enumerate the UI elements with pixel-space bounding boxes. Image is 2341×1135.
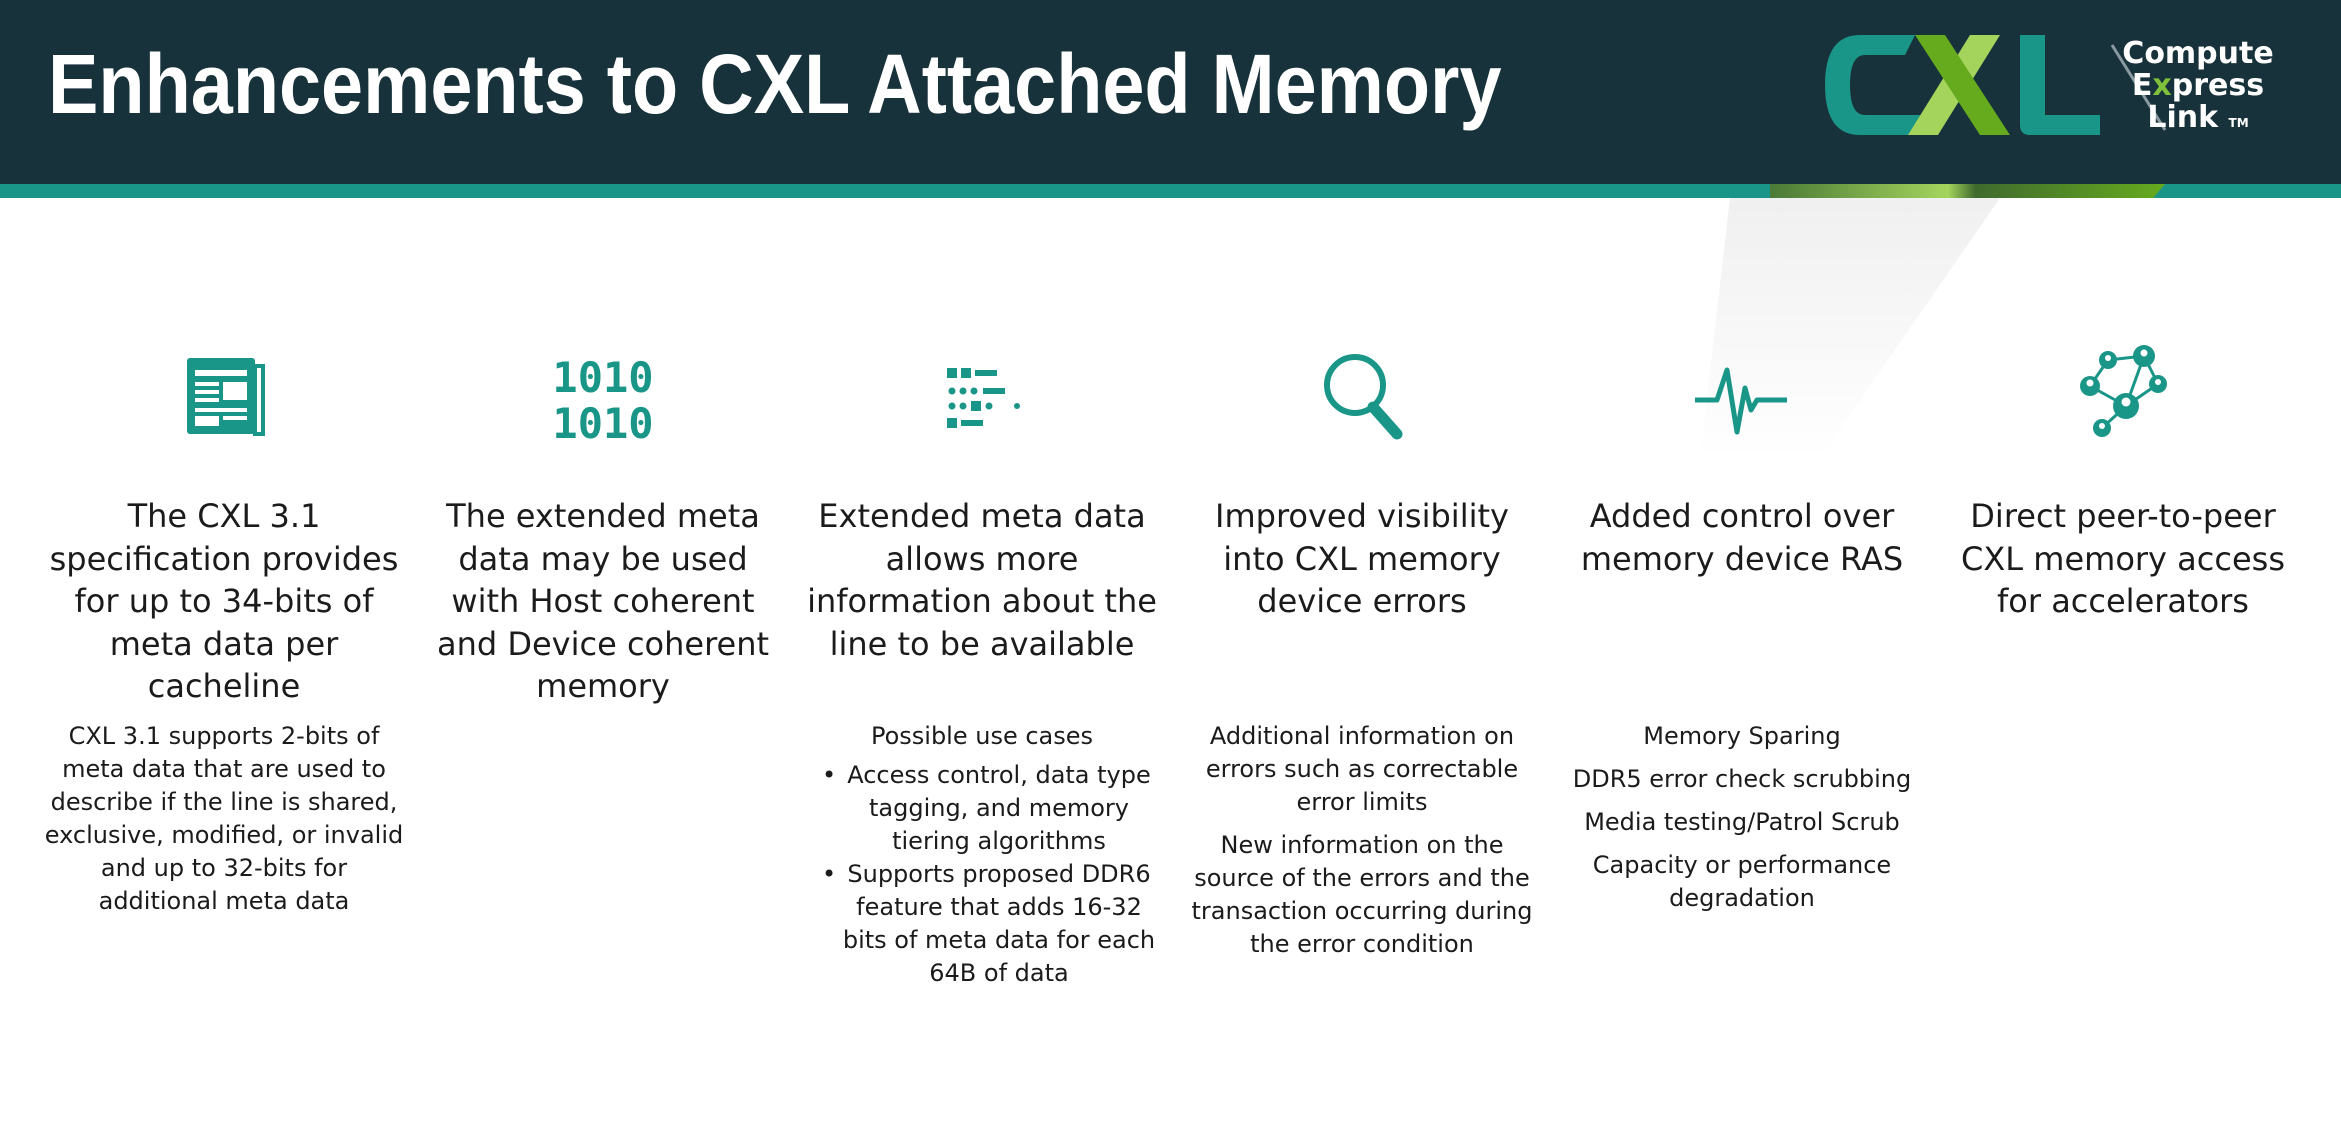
feature-column-peer-to-peer: Direct peer-to-peer CXL memory access fo… <box>1943 340 2303 620</box>
header-stripe <box>0 184 2341 198</box>
feature-column-metadata-bits: The CXL 3.1 specification provides for u… <box>44 340 404 915</box>
binary-icon: 1010 1010 <box>552 353 653 448</box>
svg-text:1010: 1010 <box>552 353 653 402</box>
feature-heading: Direct peer-to-peer CXL memory access fo… <box>1961 497 2285 620</box>
svg-text:1010: 1010 <box>552 399 653 448</box>
feature-column-ras-control: Added control over memory device RAS Mem… <box>1562 340 1922 912</box>
feature-body: Possible use cases Access control, data … <box>802 720 1162 990</box>
feature-body: CXL 3.1 supports 2-bits of meta data tha… <box>44 720 404 928</box>
cxl-logo <box>1825 35 2167 135</box>
feature-heading: Added control over memory device RAS <box>1580 497 1904 578</box>
feature-text: DDR5 error check scrubbing <box>1572 765 1912 793</box>
feature-heading: Improved visibility into CXL memory devi… <box>1215 497 1509 620</box>
page-title: Enhancements to CXL Attached Memory <box>48 37 1502 131</box>
header-stripe-accent <box>1770 184 2165 198</box>
feature-body: Additional information on errors such as… <box>1182 720 1542 971</box>
logo-wordmark: Compute Express Link TM <box>2118 38 2278 139</box>
feature-body: Memory Sparing DDR5 error check scrubbin… <box>1562 720 1922 925</box>
feature-column-coherent-memory: 1010 1010 The extended meta data may be … <box>423 340 783 705</box>
list-item: Supports proposed DDR6 feature that adds… <box>822 858 1162 990</box>
feature-text: Additional information on errors such as… <box>1205 722 1519 816</box>
feature-heading: Extended meta data allows more informati… <box>807 497 1157 663</box>
magnifier-icon <box>1324 354 1403 440</box>
data-list-icon <box>947 368 1020 428</box>
logo-line-compute: Compute <box>2122 36 2274 71</box>
newspaper-icon <box>187 358 265 436</box>
network-people-icon <box>2080 345 2167 437</box>
logo-line-express: Express <box>2131 68 2265 103</box>
feature-text: New information on the source of the err… <box>1191 831 1533 958</box>
feature-heading: The CXL 3.1 specification provides for u… <box>49 497 399 705</box>
feature-text: Memory Sparing <box>1643 722 1841 750</box>
feature-column-extended-metadata: Extended meta data allows more informati… <box>802 340 1162 987</box>
feature-text: CXL 3.1 supports 2-bits of meta data tha… <box>44 722 404 915</box>
logo-line-link: Link TM <box>2147 100 2249 135</box>
feature-heading: The extended meta data may be used with … <box>436 497 770 705</box>
list-item: Access control, data type tagging, and m… <box>822 759 1162 858</box>
use-cases-label: Possible use cases <box>870 722 1094 750</box>
heartbeat-icon <box>1695 367 1787 435</box>
feature-text: Capacity or performance degradation <box>1592 851 1892 912</box>
feature-column-error-visibility: Improved visibility into CXL memory devi… <box>1182 340 1542 958</box>
use-case-list: Access control, data type tagging, and m… <box>822 759 1162 990</box>
feature-text: Media testing/Patrol Scrub <box>1584 808 1900 836</box>
